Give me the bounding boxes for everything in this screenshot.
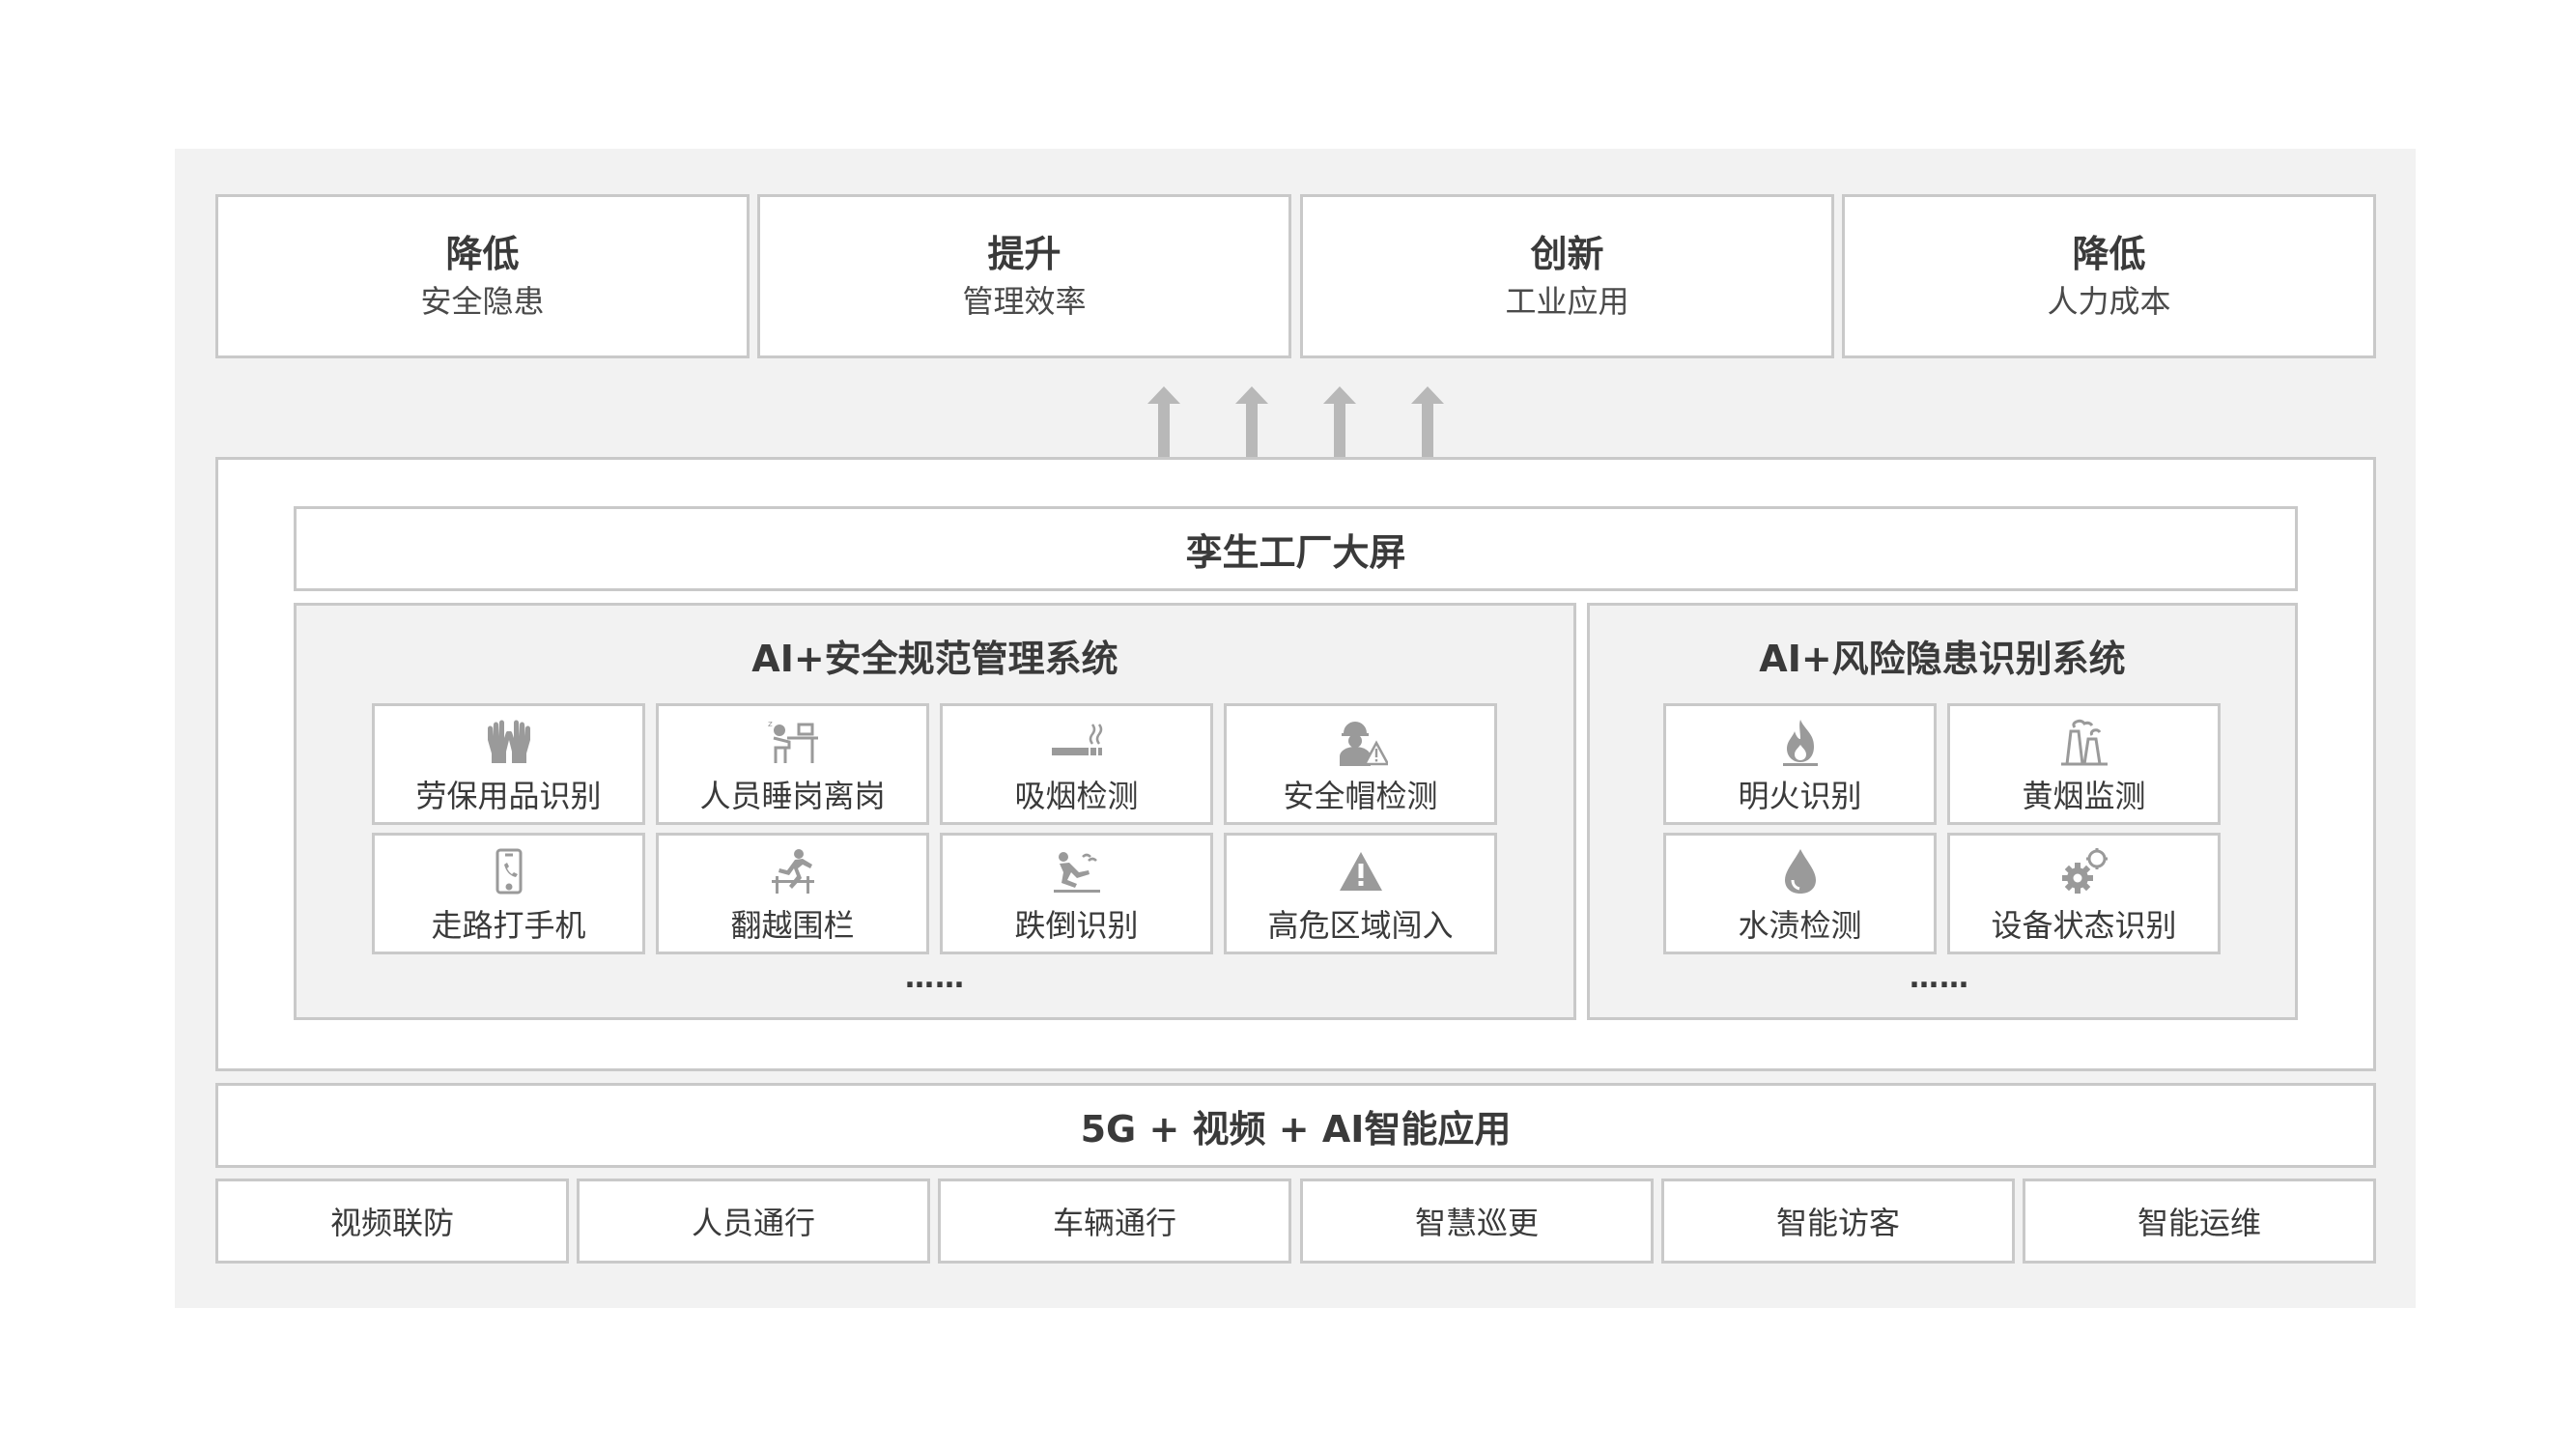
warning-triangle-icon <box>1334 847 1388 895</box>
tile-yellow-smoke-monitoring: 黄烟监测 <box>1947 703 2221 825</box>
up-arrow-icon <box>1323 386 1356 458</box>
phone-icon <box>482 847 536 895</box>
up-arrow-icon <box>1235 386 1268 458</box>
tile-label: 黄烟监测 <box>2022 778 2146 814</box>
tile-label: 走路打手机 <box>431 907 586 944</box>
goal-title: 降低 <box>2072 232 2146 275</box>
tile-high-risk-zone-intrusion: 高危区域闯入 <box>1224 833 1497 954</box>
service-label: 智能访客 <box>1775 1205 1900 1241</box>
service-personnel-access: 人员通行 <box>577 1179 930 1264</box>
service-label: 视频联防 <box>329 1205 454 1241</box>
safety-system-title: AI+安全规范管理系统 <box>751 638 1118 680</box>
goal-title: 创新 <box>1530 232 1604 275</box>
goal-reduce-safety-hazards: 降低 安全隐患 <box>215 194 750 358</box>
tile-smoking-detection: 吸烟检测 <box>940 703 1213 825</box>
service-smart-visitor: 智能访客 <box>1661 1179 2015 1264</box>
svg-text:z: z <box>768 720 773 729</box>
goal-subtitle: 人力成本 <box>2047 282 2171 320</box>
service-smart-patrol: 智慧巡更 <box>1300 1179 1654 1264</box>
twin-factory-screen-bar: 孪生工厂大屏 <box>294 506 2298 591</box>
risk-system-title: AI+风险隐患识别系统 <box>1759 638 2126 680</box>
tile-label: 水渍检测 <box>1738 907 1862 944</box>
tile-sleeping-leaving-post: z 人员睡岗离岗 <box>656 703 929 825</box>
goal-title: 降低 <box>445 232 520 275</box>
tile-label: 设备状态识别 <box>1991 907 2177 944</box>
service-label: 人员通行 <box>691 1205 815 1241</box>
tile-label: 明火识别 <box>1738 778 1862 814</box>
goal-subtitle: 管理效率 <box>962 282 1087 320</box>
tile-label: 人员睡岗离岗 <box>699 778 886 814</box>
up-arrow-icon <box>1147 386 1180 458</box>
tile-fall-detection: 跌倒识别 <box>940 833 1213 954</box>
cigarette-icon <box>1050 718 1104 766</box>
service-smart-operations: 智能运维 <box>2023 1179 2376 1264</box>
smoke-stack-icon <box>2057 718 2111 766</box>
service-label: 智能运维 <box>2137 1205 2261 1241</box>
tile-label: 高危区域闯入 <box>1267 907 1454 944</box>
goal-subtitle: 工业应用 <box>1505 282 1629 320</box>
service-vehicle-access: 车辆通行 <box>938 1179 1291 1264</box>
tile-label: 劳保用品识别 <box>415 778 602 814</box>
tile-water-stain-detection: 水渍检测 <box>1663 833 1937 954</box>
service-label: 车辆通行 <box>1052 1205 1176 1241</box>
platform-band: 5G + 视频 + AI智能应用 <box>215 1083 2376 1168</box>
risk-more-ellipsis: …… <box>1910 961 1969 995</box>
goal-improve-efficiency: 提升 管理效率 <box>757 194 1291 358</box>
service-label: 智慧巡更 <box>1414 1205 1539 1241</box>
twin-factory-screen-title: 孪生工厂大屏 <box>1185 530 1406 574</box>
up-arrow-icon <box>1411 386 1444 458</box>
tile-label: 安全帽检测 <box>1283 778 1438 814</box>
worker-helmet-icon <box>1334 718 1388 766</box>
tile-label: 跌倒识别 <box>1014 907 1139 944</box>
tile-ppe-recognition: 劳保用品识别 <box>372 703 645 825</box>
water-drop-icon <box>1773 847 1827 895</box>
safety-more-ellipsis: …… <box>905 961 965 995</box>
tile-label: 吸烟检测 <box>1014 778 1139 814</box>
flame-icon <box>1773 718 1827 766</box>
sleeping-at-desk-icon: z <box>766 718 820 766</box>
goal-innovate-application: 创新 工业应用 <box>1300 194 1834 358</box>
climbing-fence-icon <box>766 847 820 895</box>
tile-label: 翻越围栏 <box>730 907 855 944</box>
falling-person-icon <box>1050 847 1104 895</box>
tile-equipment-status-recognition: 设备状态识别 <box>1947 833 2221 954</box>
tile-phone-while-walking: 走路打手机 <box>372 833 645 954</box>
gears-icon <box>2057 847 2111 895</box>
goal-subtitle: 安全隐患 <box>420 282 545 320</box>
goal-reduce-labor-cost: 降低 人力成本 <box>1842 194 2376 358</box>
tile-helmet-detection: 安全帽检测 <box>1224 703 1497 825</box>
gloves-icon <box>482 718 536 766</box>
tile-open-flame-recognition: 明火识别 <box>1663 703 1937 825</box>
tile-climbing-fence: 翻越围栏 <box>656 833 929 954</box>
platform-title: 5G + 视频 + AI智能应用 <box>1080 1107 1512 1151</box>
goal-title: 提升 <box>987 232 1062 275</box>
service-video-defense: 视频联防 <box>215 1179 569 1264</box>
